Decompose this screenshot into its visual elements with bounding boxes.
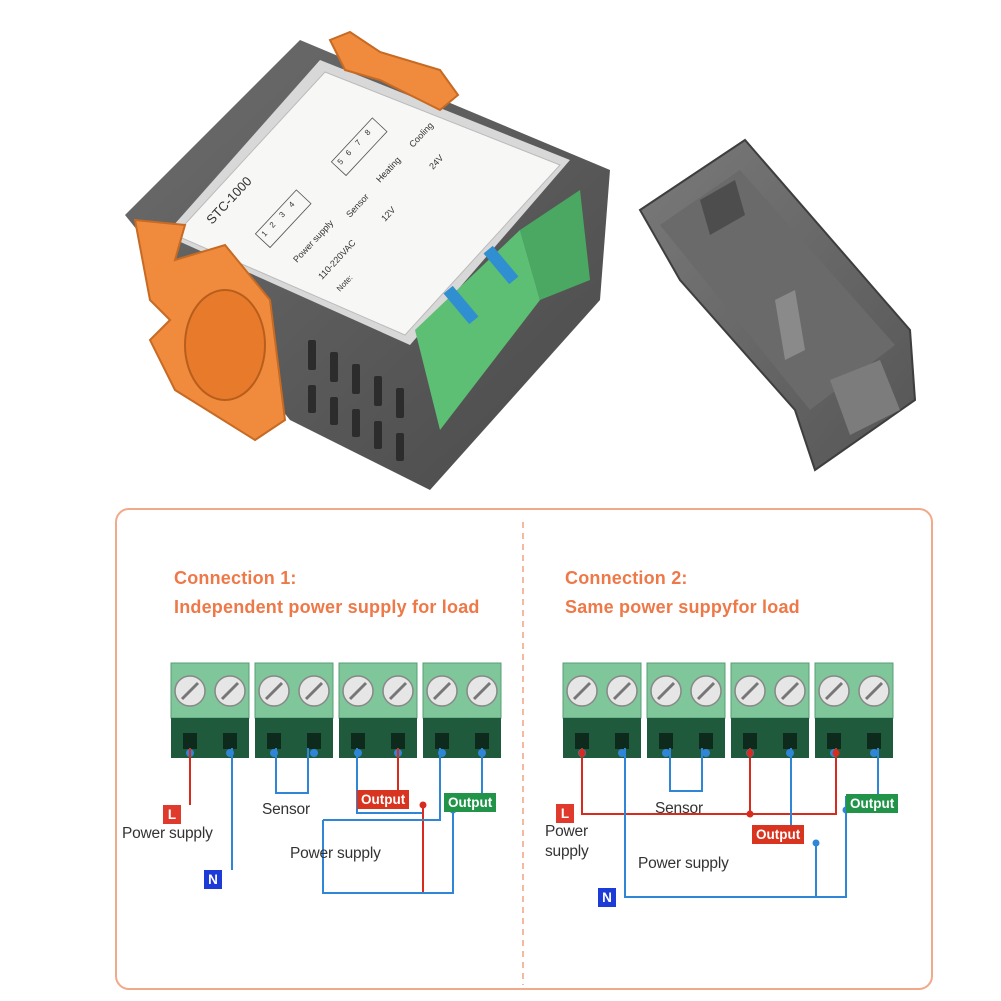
wires-connection-1 (189, 748, 483, 894)
back-terminals (415, 190, 590, 430)
connection-2-subtitle: Same power suppyfor load (565, 597, 800, 617)
rear-cover (638, 138, 917, 472)
orange-clip-top (328, 30, 460, 112)
c2-supply-label: supply (545, 843, 589, 860)
wire-c2-sensor-loop (669, 748, 703, 792)
connection-2-title: Connection 2: (565, 568, 688, 588)
wire-c2-l-bus (581, 748, 837, 815)
c1-output-green-tag: Output (444, 793, 497, 812)
c1-socket-7 (435, 733, 449, 749)
sticker-terminal-8: 8 (363, 127, 373, 137)
sticker-terminal-2: 2 (268, 220, 278, 230)
c2-socket-4 (699, 733, 713, 749)
wire-c1-supply-blue (322, 810, 454, 894)
wires-connection-2 (578, 748, 879, 898)
c2-output-red-tag: Output (752, 825, 805, 844)
c1-socket-1 (183, 733, 197, 749)
product-photo: STC-1000 Power supply Sensor Heating Coo… (125, 30, 917, 490)
terminal-blocks-connection-1 (170, 662, 502, 758)
wire-c1-output1-left (356, 748, 423, 814)
terminal-blocks-connection-2 (562, 662, 894, 758)
c2-socket-5 (743, 733, 757, 749)
c1-n-tag: N (204, 870, 222, 889)
wire-c1-sensor-loop (275, 748, 309, 794)
sticker-terminal-6: 6 (344, 148, 354, 158)
wire-c2-out2-right (816, 748, 879, 898)
connection-1-title: Connection 1: (174, 568, 297, 588)
c1-terminal-block-1 (170, 662, 250, 758)
c1-power-supply-mid-label: Power supply (290, 845, 381, 862)
c1-power-supply-label: Power supply (122, 825, 213, 842)
c1-l-tag: L (163, 805, 181, 824)
c1-terminal-block-4 (422, 662, 502, 758)
c2-terminal-block-3 (730, 662, 810, 758)
c2-l-tag: L (556, 804, 574, 823)
sticker-terminal-7: 7 (353, 138, 363, 148)
c2-socket-2 (615, 733, 629, 749)
c1-socket-3 (267, 733, 281, 749)
c2-power-supply-mid-label: Power supply (638, 855, 729, 872)
c2-terminal-block-2 (646, 662, 726, 758)
c1-terminal-block-3 (338, 662, 418, 758)
sticker-terminal-4: 4 (287, 199, 297, 209)
wire-c1-output2-left (323, 748, 441, 821)
c2-n-tag: N (598, 888, 616, 907)
sticker-terminal-1: 1 (260, 229, 270, 239)
sticker-terminal-5: 5 (336, 157, 346, 167)
c2-socket-1 (575, 733, 589, 749)
c2-terminal-block-4 (814, 662, 894, 758)
c1-socket-2 (223, 733, 237, 749)
spec-sticker (174, 71, 561, 336)
c1-socket-8 (475, 733, 489, 749)
c2-power-label: Power (545, 823, 588, 840)
c2-socket-7 (827, 733, 841, 749)
c2-terminal-block-1 (562, 662, 642, 758)
vent-slots (308, 340, 404, 461)
c1-output-red-tag: Output (357, 790, 410, 809)
connection-1-subtitle: Independent power supply for load (174, 597, 480, 617)
c2-output-green-tag: Output (846, 794, 899, 813)
c2-socket-3 (659, 733, 673, 749)
sticker-terminal-3: 3 (277, 210, 287, 220)
c2-sensor-label: Sensor (655, 800, 703, 817)
c2-socket-6 (783, 733, 797, 749)
c2-socket-8 (867, 733, 881, 749)
c1-terminal-block-2 (254, 662, 334, 758)
thermostat-unit: STC-1000 Power supply Sensor Heating Coo… (125, 30, 610, 490)
wire-c2-n (624, 748, 817, 898)
c1-socket-5 (351, 733, 365, 749)
c1-socket-4 (307, 733, 321, 749)
c1-socket-6 (391, 733, 405, 749)
c1-sensor-label: Sensor (262, 801, 310, 818)
